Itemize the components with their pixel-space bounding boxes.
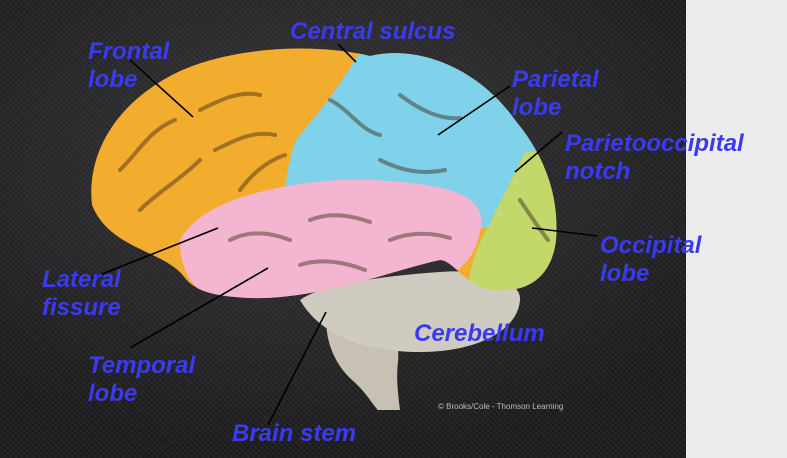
leader-frontal-lobe [129, 59, 194, 118]
leader-parietooccipital-notch [514, 131, 563, 173]
leader-parietal-lobe [437, 85, 511, 136]
leader-temporal-lobe [129, 267, 269, 349]
leader-lines [91, 43, 599, 426]
occipital-lobe-region [466, 150, 557, 299]
side-panel [686, 0, 787, 458]
leader-brain-stem [267, 311, 327, 426]
gyri-texture [118, 91, 550, 272]
cerebellum-region [300, 271, 521, 352]
leader-occipital-lobe [531, 227, 599, 237]
leader-central-sulcus [337, 43, 357, 63]
copyright-credit: © Brooks/Cole - Thomson Learning [438, 402, 564, 411]
leader-lateral-fissure [91, 227, 219, 279]
